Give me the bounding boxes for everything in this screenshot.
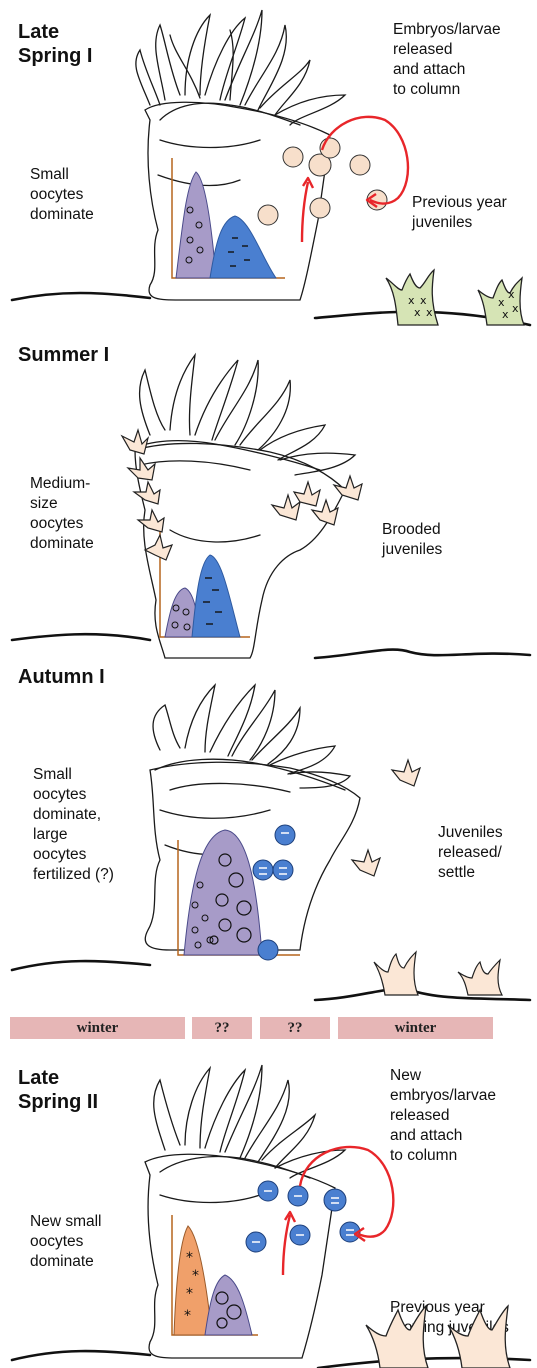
released-juveniles: [352, 760, 502, 995]
ground-left: [12, 961, 150, 970]
oocyte-chart: [160, 530, 250, 637]
tentacles: [153, 685, 350, 792]
ground-left: [12, 634, 150, 640]
season-bar-winter-left: winter: [10, 1017, 185, 1039]
ground-left: [12, 293, 150, 300]
svg-text:x: x: [414, 306, 421, 319]
season-bar-winter-right: winter: [338, 1017, 493, 1039]
svg-text:*: *: [192, 1268, 199, 1284]
svg-text:x: x: [502, 308, 509, 321]
embryos: [258, 138, 387, 225]
oocyte-chart: [178, 830, 300, 955]
svg-text:x: x: [426, 306, 433, 319]
svg-text:x: x: [508, 288, 515, 301]
anemone-autumn-1: [0, 660, 537, 1010]
season-bar-unknown-2: ??: [260, 1017, 330, 1039]
anemone-summer-1: [0, 340, 537, 660]
svg-text:x: x: [512, 302, 519, 315]
ground-left: [12, 1351, 150, 1360]
season-bar-unknown-1: ??: [192, 1017, 252, 1039]
tentacles: [130, 355, 355, 475]
blue-oocyte-peak: [192, 555, 240, 637]
new-embryos: [246, 1181, 360, 1252]
svg-text:*: *: [186, 1250, 193, 1266]
anemone-late-spring-2: * * * *: [0, 1040, 537, 1368]
oocyte-chart: * * * *: [172, 1215, 258, 1335]
svg-text:*: *: [184, 1308, 191, 1324]
svg-text:*: *: [186, 1286, 193, 1302]
ground-right: [315, 650, 530, 658]
purple-oocyte-peak: [205, 1275, 252, 1335]
